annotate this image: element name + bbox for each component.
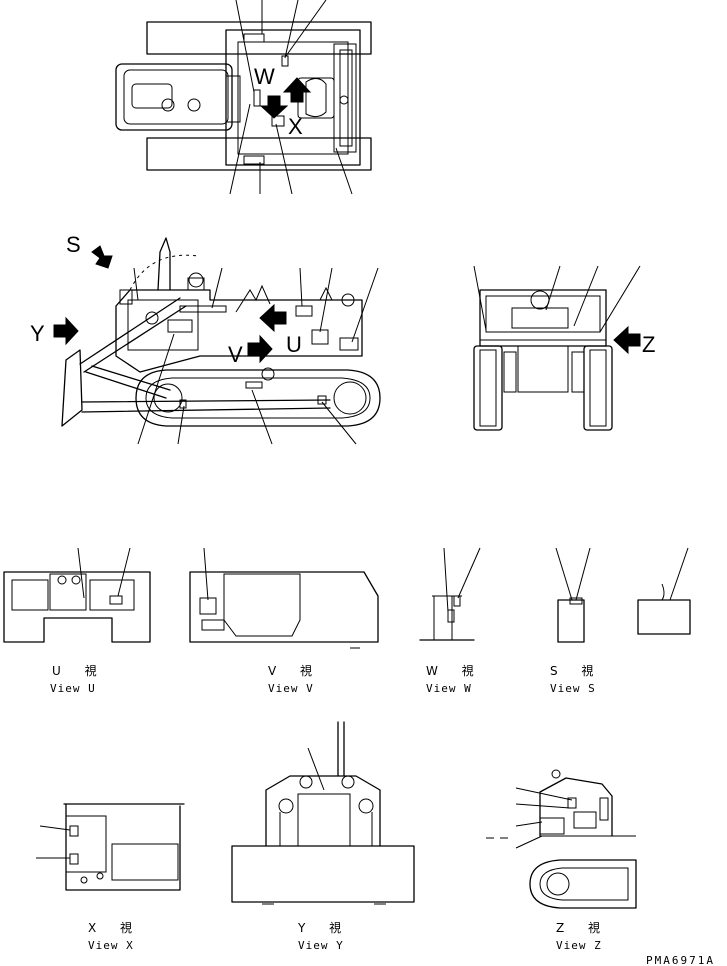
dozer-blade: [61, 349, 83, 427]
view-u-caption: View U: [50, 682, 96, 695]
view-s-detail: S 視 View S: [550, 547, 691, 695]
view-v-jp-caption: V 視: [268, 663, 322, 678]
track-lower: [146, 137, 372, 171]
view-v-caption: View V: [268, 682, 314, 695]
view-s-jp-caption: S 視: [550, 663, 603, 678]
callout-u: U: [286, 332, 302, 357]
view-x-detail: X 視 View X: [36, 803, 185, 952]
view-z-jp-caption: Z 視: [556, 920, 610, 935]
cover-plate-shape: [637, 599, 691, 635]
view-w-detail: W 視 View W: [419, 547, 484, 695]
view-s-caption: View S: [550, 682, 596, 695]
view-x-caption: View X: [88, 939, 134, 952]
view-y-jp-caption: Y 視: [297, 920, 351, 935]
view-x-jp-caption: X 視: [88, 920, 142, 935]
view-y-caption: View Y: [298, 939, 344, 952]
arrow-v-icon: [247, 334, 273, 364]
callout-s: S: [66, 232, 81, 257]
callout-v: V: [228, 342, 243, 367]
view-z-detail: Z 視 View Z: [486, 769, 637, 952]
console-outline: [63, 803, 185, 891]
fender-panel-shape: [189, 571, 379, 643]
rear-track-right: [583, 345, 613, 431]
rear-track-left: [473, 345, 503, 431]
arrow-u-icon: [259, 303, 287, 333]
dash-panel-shape: [3, 571, 151, 643]
side-elevation-view: S Y V U: [30, 232, 381, 445]
callout-w: W: [254, 64, 275, 89]
view-w-caption: View W: [426, 682, 472, 695]
blade-front-shape: [231, 845, 415, 903]
arrow-x-icon: [282, 77, 312, 103]
exhaust-plate-shape: [557, 599, 585, 643]
callout-z: Z: [642, 332, 655, 357]
view-z-caption: View Z: [556, 939, 602, 952]
view-y-detail: Y 視 View Y: [231, 721, 415, 952]
arrow-z-icon: [613, 325, 641, 355]
top-plan-view: W X: [115, 0, 372, 195]
view-v-detail: V 視 View V: [189, 547, 379, 695]
rear-elevation-view: Z: [473, 265, 655, 431]
track-upper: [146, 21, 372, 55]
view-w-jp-caption: W 視: [426, 663, 484, 678]
arrow-s-icon: [91, 245, 113, 269]
drawing-code: PMA6971A: [646, 954, 715, 966]
rear-hood: [115, 63, 233, 131]
callout-y: Y: [30, 321, 45, 346]
crawler-track: [135, 369, 381, 427]
arrow-w-icon: [259, 95, 289, 119]
view-u-detail: U 視 View U: [3, 547, 151, 695]
arrow-y-icon: [53, 316, 79, 346]
z-track-shape: [529, 859, 637, 909]
rear-body: [479, 289, 607, 347]
callout-x: X: [288, 114, 303, 139]
view-u-jp-caption: U 視: [52, 663, 107, 678]
